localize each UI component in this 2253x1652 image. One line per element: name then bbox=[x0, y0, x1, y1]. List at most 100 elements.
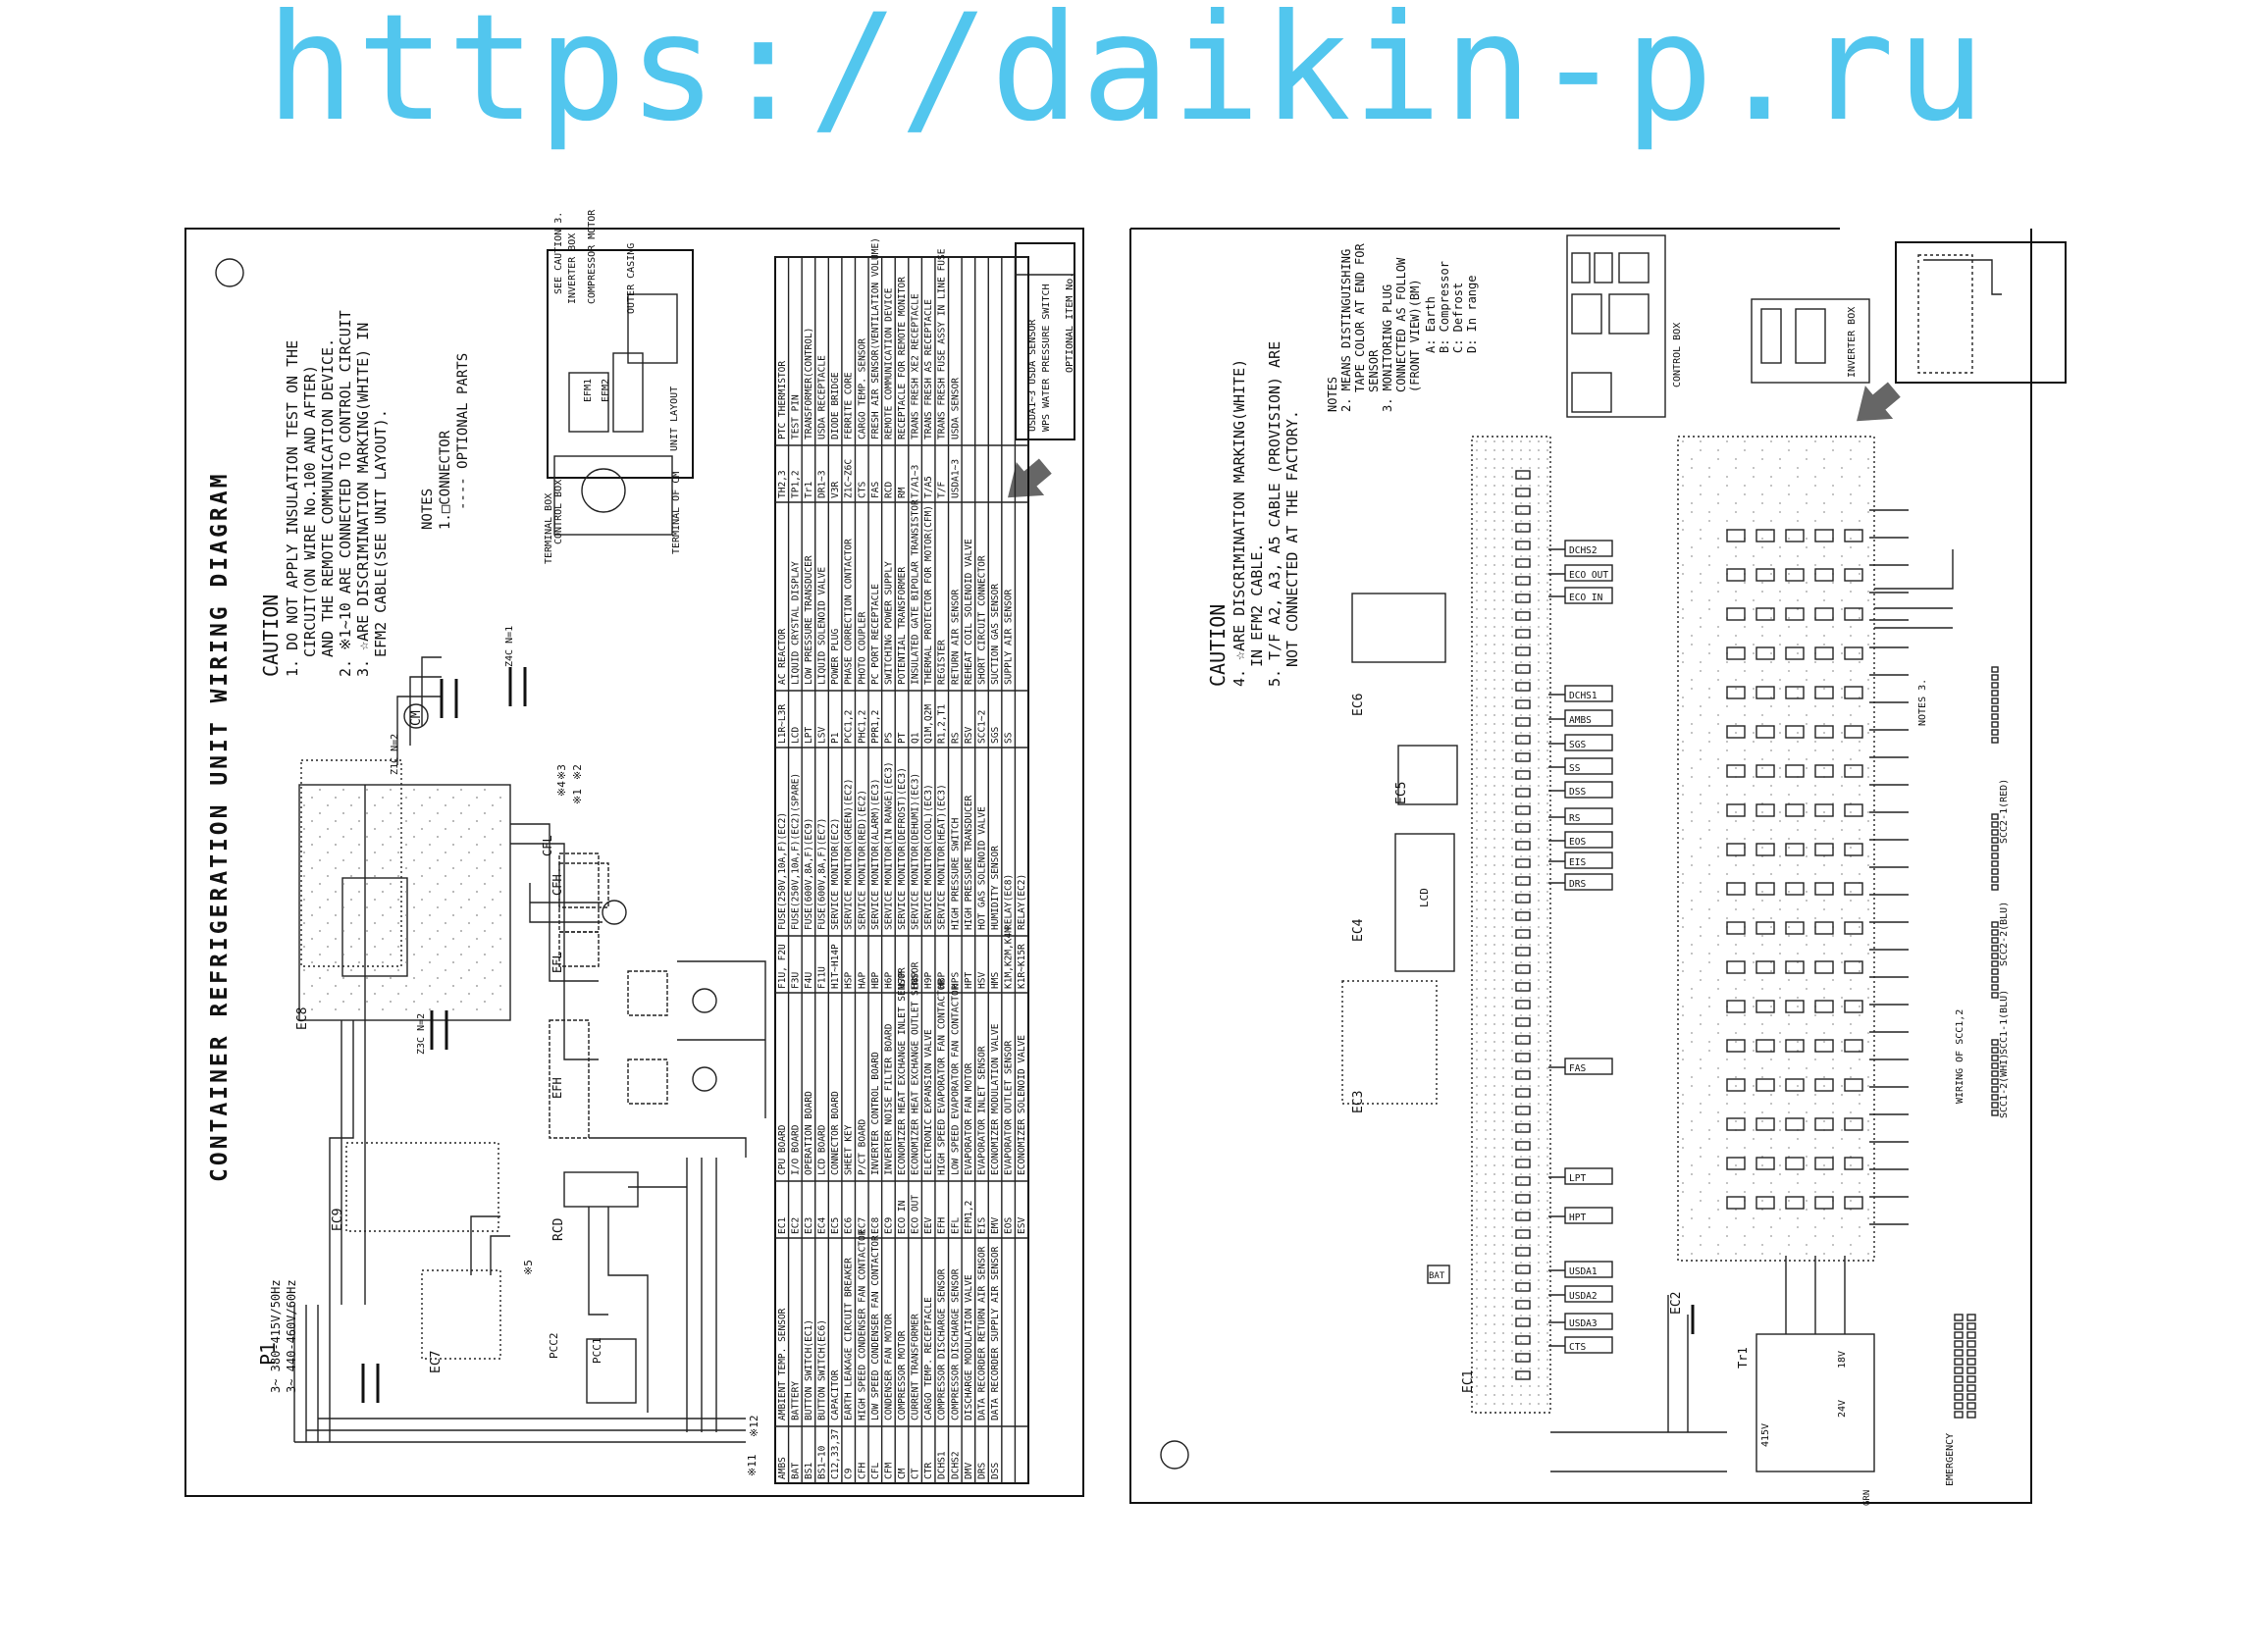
legend-desc: DIODE BRIDGE bbox=[830, 372, 841, 439]
sensor-label: AMBS bbox=[1569, 715, 1592, 726]
legend-code: H9P bbox=[923, 972, 934, 989]
ec4-lcd-board bbox=[1394, 833, 1455, 972]
legend-code: CFM bbox=[883, 1463, 894, 1479]
unit-layout-labels: SEE CAUTION 3. INVERTER BOX COMPRESSOR M… bbox=[553, 209, 680, 451]
tr1-label: Tr1 bbox=[1736, 1347, 1750, 1368]
unit-layout-label: TERMINAL OF CM bbox=[671, 472, 682, 554]
control-box-outline bbox=[553, 455, 673, 536]
notes-right-line: (FRONT VIEW)(BM) bbox=[1408, 279, 1422, 392]
legend-code: T/F bbox=[937, 482, 948, 498]
notes-right: NOTES 2. MEANS DISTINGUISHING TAPE COLOR… bbox=[1326, 243, 1479, 412]
legend-desc: SERVICE MONITOR(COOL)(EC3) bbox=[923, 784, 934, 930]
legend-code: DRS bbox=[976, 1463, 987, 1479]
sensor-label: ECO IN bbox=[1569, 593, 1603, 603]
sensor-connector bbox=[1564, 1336, 1613, 1354]
efm2-motor-icon bbox=[692, 1066, 717, 1092]
legend-code: T/A1~3 bbox=[911, 465, 921, 498]
legend-code: EFL bbox=[950, 1217, 961, 1234]
ec8-board bbox=[300, 759, 402, 967]
legend-desc: FUSE(250V,10A,F)(EC2) bbox=[777, 812, 788, 930]
scc-label: SCC2-2(BLU) bbox=[1999, 902, 2010, 966]
legend-entry: CFM CONDENSER FAN MOTOR bbox=[883, 1314, 894, 1479]
caution-right-line: IN EFM2 CABLE. bbox=[1248, 543, 1266, 667]
caution-right-line: 4. ☆ARE DISCRIMINATION MARKING(WHITE) bbox=[1231, 359, 1248, 687]
caution-left: CAUTION 1. DO NOT APPLY INSULATION TEST … bbox=[259, 310, 390, 677]
optional-highlight-box bbox=[1895, 241, 2067, 384]
legend-desc: CONNECTOR BOARD bbox=[830, 1091, 841, 1175]
legend-desc: CONDENSER FAN MOTOR bbox=[883, 1314, 894, 1420]
voltage-label: 24V bbox=[1837, 1400, 1848, 1418]
legend-code: SGS bbox=[990, 727, 1001, 744]
legend-code: DR1~3 bbox=[817, 470, 828, 498]
sensor-label: SGS bbox=[1569, 740, 1586, 750]
control-box-label: CONTROL BOX bbox=[1672, 323, 1683, 387]
caution-left-heading: CAUTION bbox=[259, 594, 283, 677]
inverter-box-label: INVERTER BOX bbox=[1847, 307, 1858, 378]
sensor-connector bbox=[1564, 873, 1613, 891]
legend-desc: FUSE(600V,8A,F)(EC9) bbox=[804, 818, 814, 930]
legend-code: EC4 bbox=[817, 1217, 828, 1234]
diagram-title: CONTAINER REFRIGERATION UNIT WIRING DIAG… bbox=[207, 472, 233, 1182]
notes-right-line: D: In range bbox=[1465, 276, 1479, 353]
sensor-label: ECO OUT bbox=[1569, 570, 1608, 581]
sensor-connector bbox=[1564, 1058, 1613, 1075]
cfh-label: CFH bbox=[550, 874, 564, 896]
legend-desc: AC REACTOR bbox=[777, 629, 788, 685]
punch-hole bbox=[215, 258, 244, 287]
legend-code: EOS bbox=[1004, 1217, 1015, 1234]
legend-code: PPR1,2 bbox=[870, 710, 881, 744]
battery-label: BAT bbox=[1429, 1271, 1445, 1281]
legend-code: PCC1,2 bbox=[844, 710, 855, 744]
legend-code: EC7 bbox=[857, 1217, 867, 1234]
power-label: 3~ 440-460V/60Hz bbox=[285, 1279, 298, 1393]
legend-desc: COMPRESSOR DISCHARGE SENSOR bbox=[950, 1268, 961, 1420]
legend-code: HMS bbox=[990, 972, 1001, 989]
notes-right-line: TAPE COLOR AT END FOR bbox=[1353, 243, 1367, 392]
caution-left-line: EFM2 CABLE(SEE UNIT LAYOUT). bbox=[372, 409, 390, 657]
wire-mark: ※3 bbox=[555, 764, 568, 780]
legend-desc: BATTERY bbox=[790, 1381, 801, 1420]
sensor-label: USDA2 bbox=[1569, 1291, 1598, 1302]
wire-mark: ※2 bbox=[571, 764, 584, 780]
optional-items-labels: USDA1~3 USDA SENSOR WPS WATER PRESSURE S… bbox=[1027, 273, 1075, 432]
legend-desc: ECONOMIZER SOLENOID VALVE bbox=[1017, 1035, 1027, 1175]
legend-code: ESV bbox=[1017, 1217, 1027, 1234]
wire-mark: ※5 bbox=[522, 1260, 535, 1275]
p1-label: P1 bbox=[256, 1342, 280, 1366]
legend-code: HAP bbox=[857, 972, 867, 989]
legend-code: RSV bbox=[964, 727, 974, 744]
legend-desc: INSULATED GATE BIPOLAR TRANSISTOR bbox=[911, 499, 921, 685]
legend-code: AMBS bbox=[777, 1457, 788, 1479]
legend-desc: PC PORT RECEPTACLE bbox=[870, 584, 881, 685]
ec7-board bbox=[421, 1269, 501, 1360]
legend-desc: LIQUID CRYSTAL DISPLAY bbox=[790, 561, 801, 685]
voltage-label: 18V bbox=[1837, 1351, 1848, 1368]
legend-desc: TRANS FRESH AS RECEPTACLE bbox=[923, 299, 934, 439]
optional-item: USDA1~3 USDA SENSOR bbox=[1027, 319, 1038, 432]
sensor-connector bbox=[1564, 757, 1613, 775]
legend-code: ECO IN bbox=[897, 1200, 908, 1234]
legend-code: Tr1 bbox=[804, 482, 814, 498]
